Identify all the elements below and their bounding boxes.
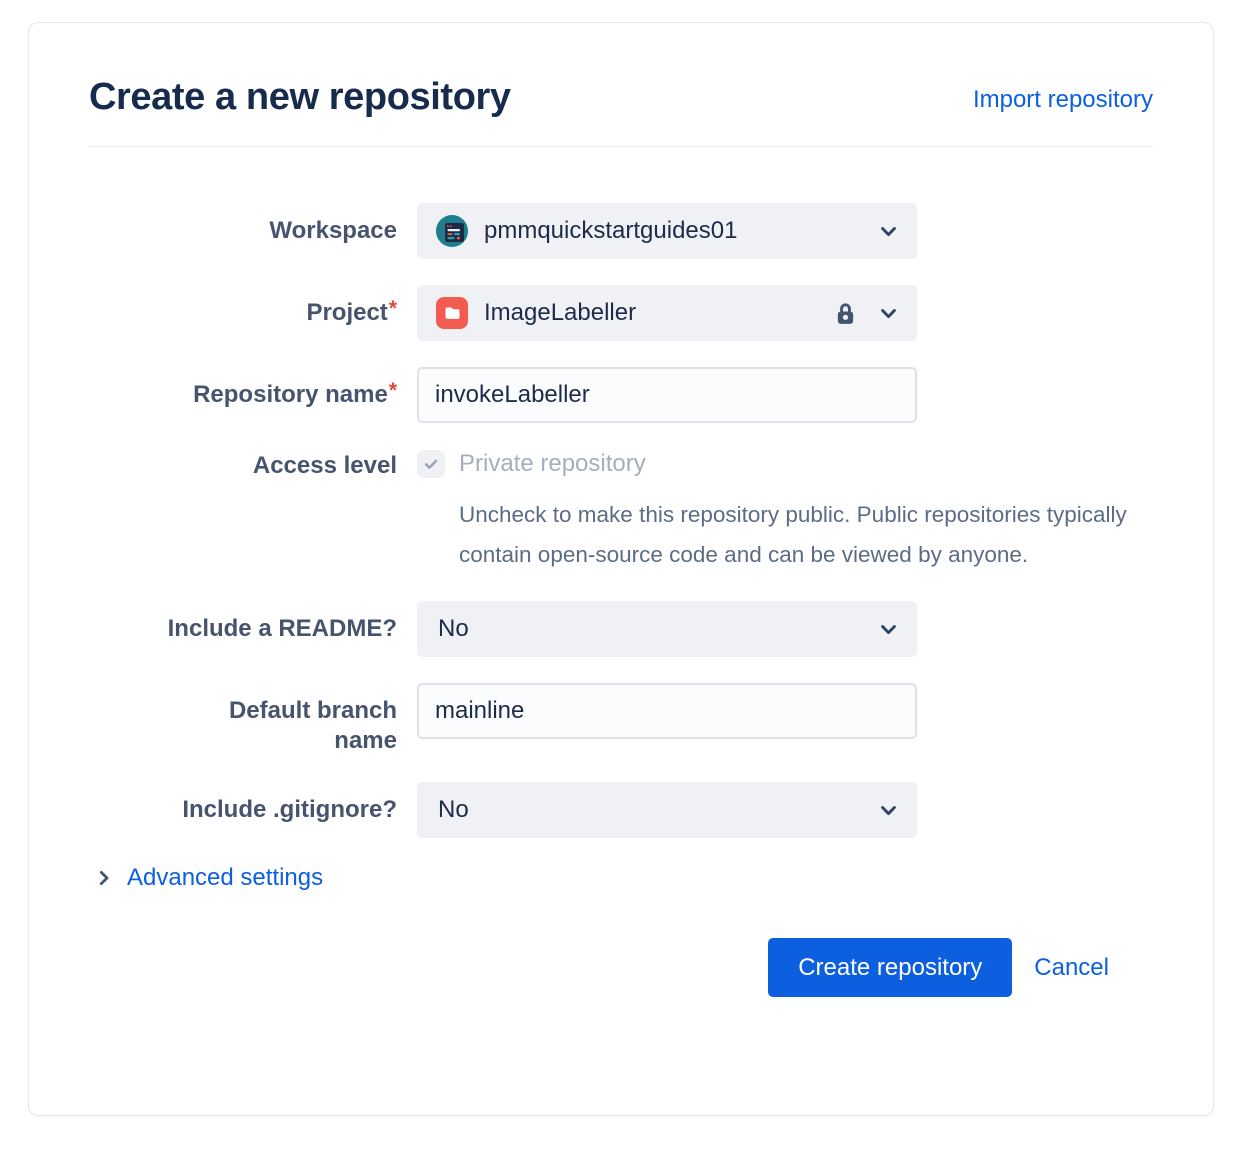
repository-name-label: Repository name* [193,379,397,408]
include-gitignore-value: No [438,796,469,823]
repository-name-input[interactable] [417,367,917,423]
create-repository-button[interactable]: Create repository [768,938,1013,997]
required-asterisk: * [388,297,397,320]
private-repository-label: Private repository [459,450,646,477]
default-branch-input[interactable] [417,683,917,739]
lock-icon [832,300,859,327]
repository-name-row: Repository name* [89,367,1153,423]
chevron-down-icon [879,222,898,241]
cancel-button[interactable]: Cancel [1034,953,1109,981]
include-gitignore-label: Include .gitignore? [182,796,397,823]
project-folder-icon [436,297,468,329]
private-repository-checkbox[interactable] [417,450,445,478]
project-row: Project* ImageLabeller [89,285,1153,341]
create-repository-form: Workspace [89,203,1153,997]
include-gitignore-row: Include .gitignore? No [89,782,1153,838]
advanced-settings-label: Advanced settings [127,864,324,891]
card-header: Create a new repository Import repositor… [89,75,1153,119]
chevron-down-icon [879,801,898,820]
include-readme-select[interactable]: No [417,601,917,657]
header-divider [89,146,1153,147]
page-title: Create a new repository [89,76,511,118]
checkmark-icon [422,455,440,473]
create-repository-card: Create a new repository Import repositor… [28,22,1214,1116]
default-branch-label: Default branch name [228,697,397,754]
include-gitignore-select[interactable]: No [417,782,917,838]
required-asterisk: * [388,379,397,402]
chevron-down-icon [879,620,898,639]
workspace-select[interactable]: pmmquickstartguides01 [417,203,917,259]
access-level-row: Access level Private repository Uncheck … [89,449,1153,575]
access-level-help-text: Uncheck to make this repository public. … [459,502,1127,567]
import-repository-link[interactable]: Import repository [972,86,1153,113]
project-label: Project* [306,297,397,326]
workspace-label: Workspace [269,217,397,244]
include-readme-row: Include a README? No [89,601,1153,657]
project-value: ImageLabeller [484,299,637,326]
workspace-avatar-icon [436,215,468,247]
include-readme-value: No [438,615,469,642]
project-select[interactable]: ImageLabeller [417,285,917,341]
chevron-down-icon [879,304,898,323]
access-level-label: Access level [252,452,397,479]
chevron-right-icon [95,869,113,887]
workspace-value: pmmquickstartguides01 [484,217,738,244]
default-branch-row: Default branch name [89,683,1153,756]
advanced-settings-toggle[interactable]: Advanced settings [95,864,1153,892]
form-actions: Create repository Cancel [89,938,1153,997]
workspace-row: Workspace [89,203,1153,259]
include-readme-label: Include a README? [167,615,397,642]
